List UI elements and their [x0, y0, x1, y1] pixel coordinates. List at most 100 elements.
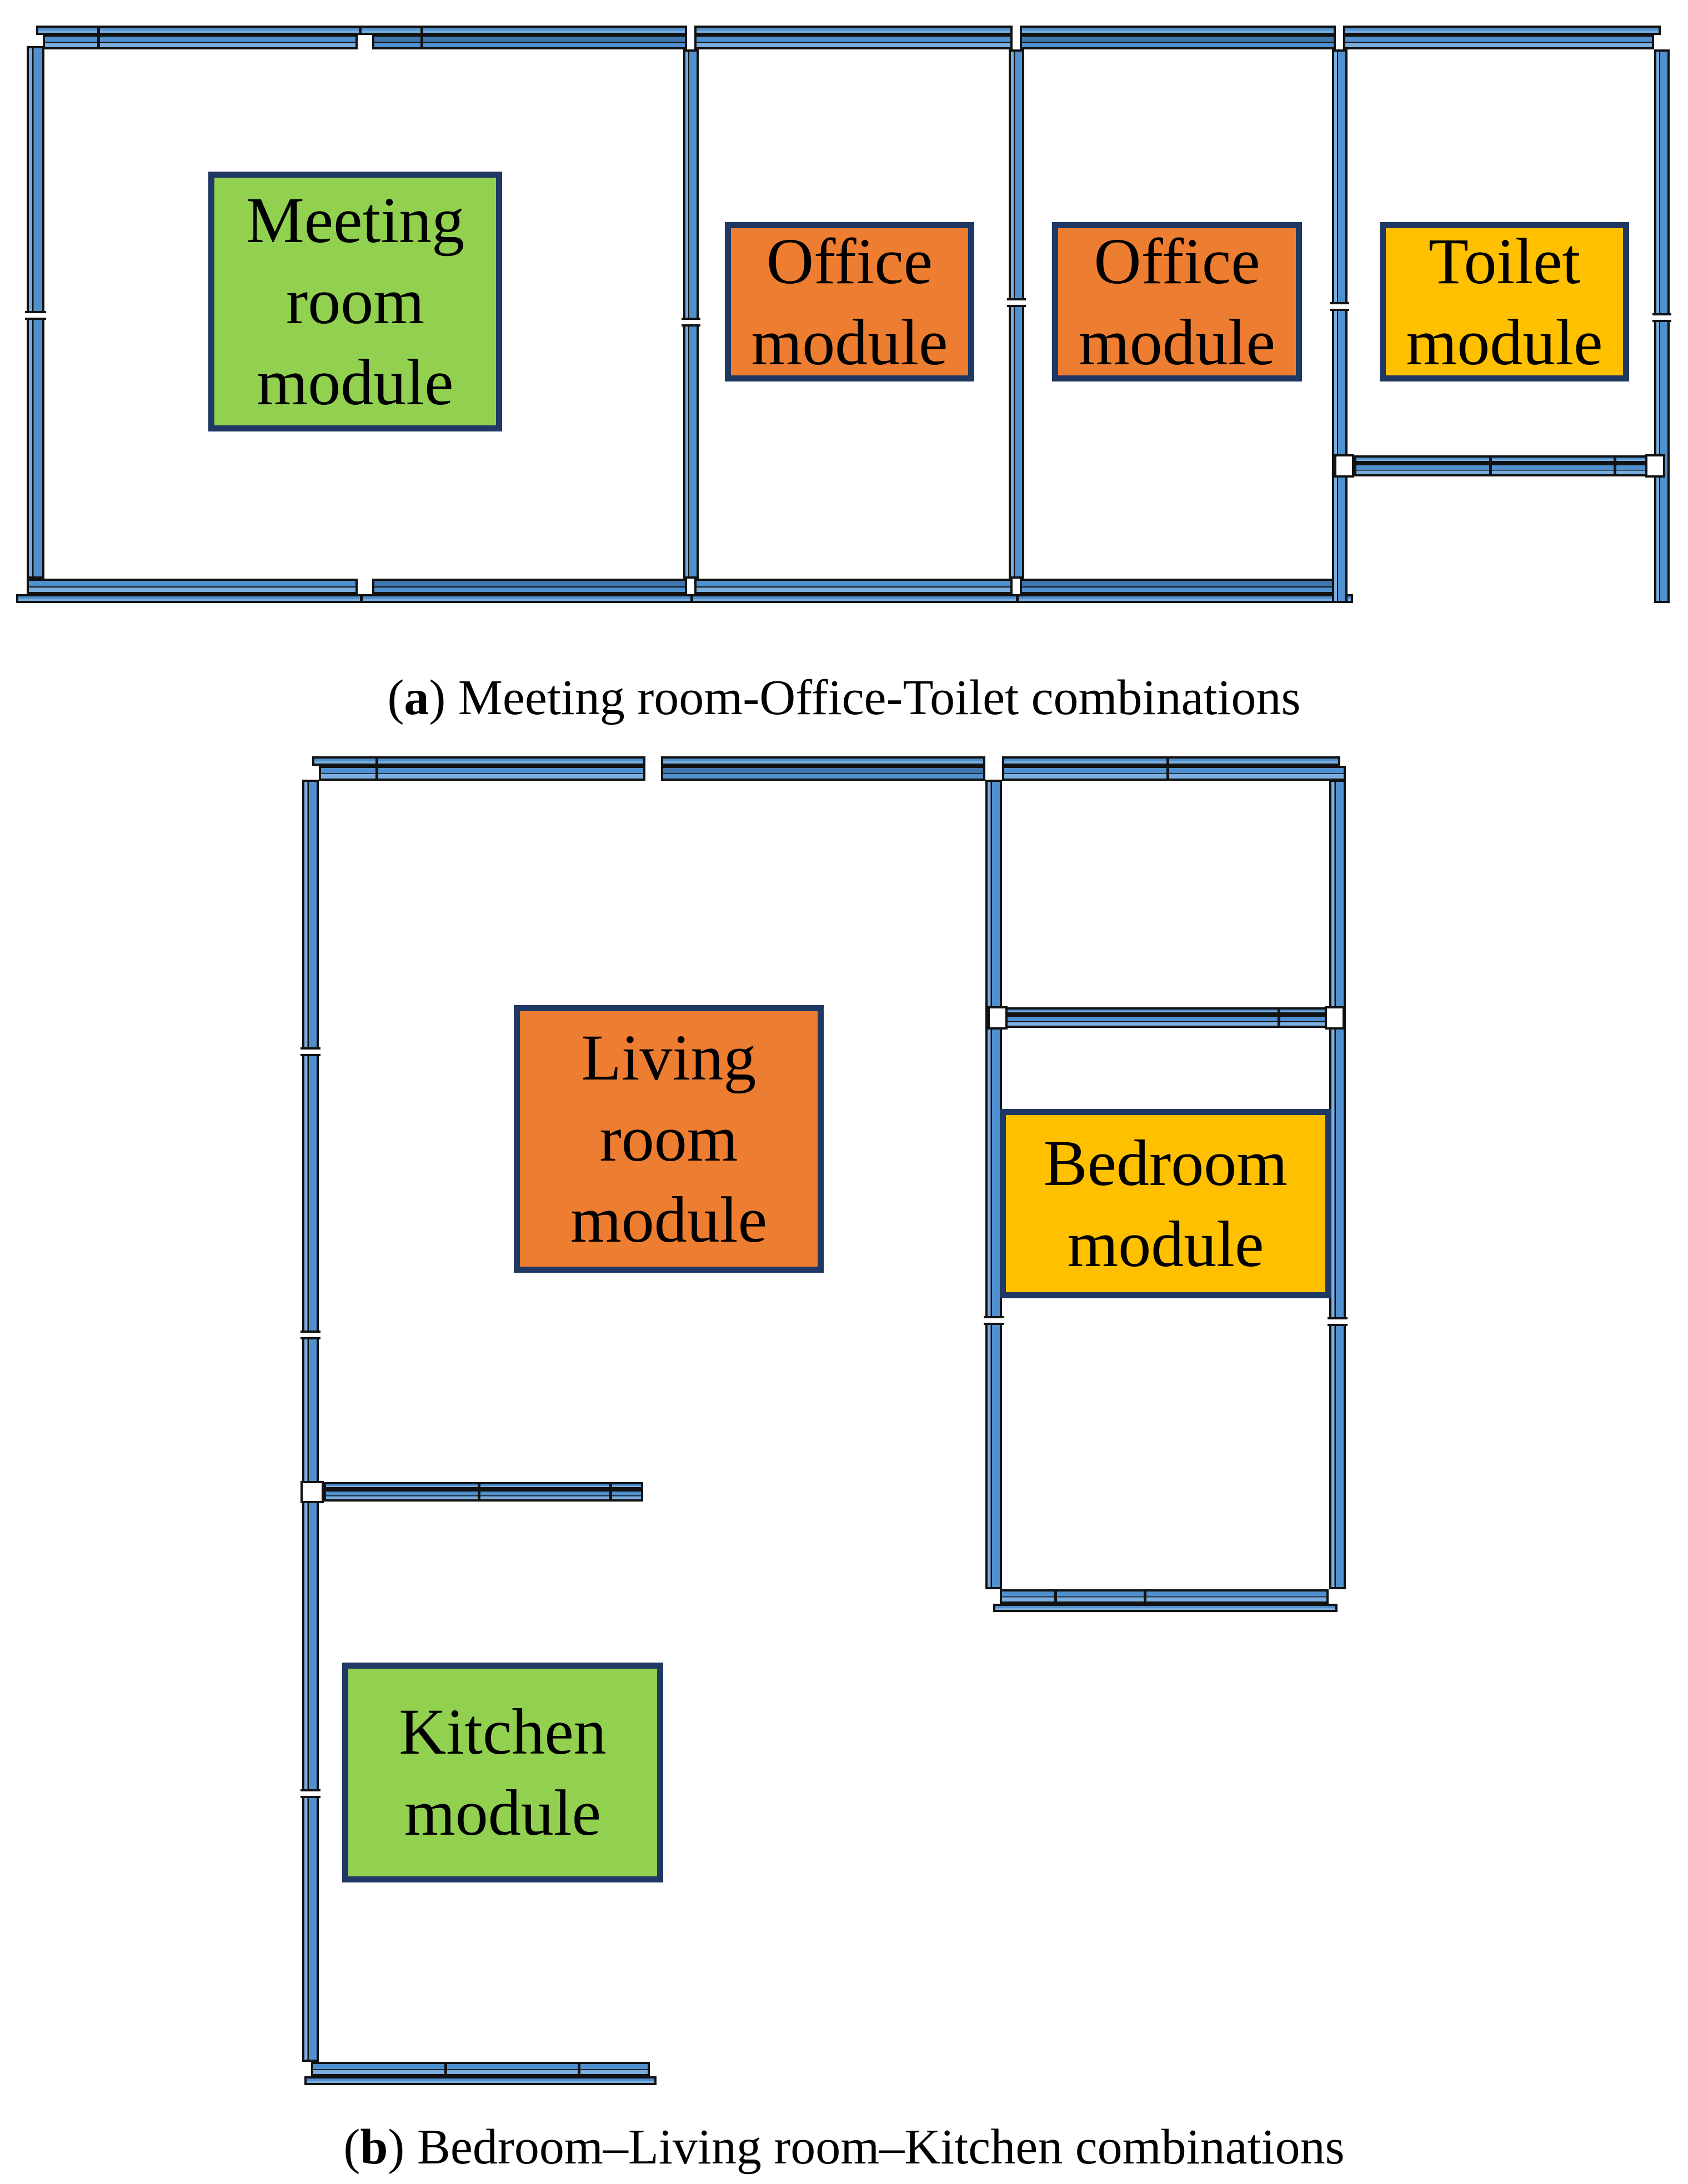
- module-label-line: module: [1067, 1207, 1264, 1281]
- wall-bottom-main-segment: [372, 579, 687, 594]
- wall-joint-notch: [984, 1316, 1004, 1325]
- wall-kitchen-bottom-thin-bar: [304, 2076, 657, 2085]
- module-label-line: Office: [766, 224, 933, 298]
- wall-joint-notch: [1007, 298, 1026, 307]
- caption-text: Meeting room-Office-Toilet combinations: [445, 670, 1301, 725]
- caption-panel-b: (b) Bedroom–Living room–Kitchen combinat…: [0, 2115, 1688, 2180]
- wall-bottom-thin-bar: [16, 594, 1353, 603]
- wall-top-thin-segment: [1020, 26, 1336, 35]
- wall-panel-seam: [1016, 594, 1019, 603]
- caption-text: Bedroom–Living room–Kitchen combinations: [404, 2120, 1345, 2175]
- wall-junction-connector: [1334, 454, 1354, 478]
- wall-panel-seam: [375, 756, 378, 781]
- wall-panel-seam: [1489, 455, 1492, 476]
- wall-partition-2: [1009, 49, 1024, 579]
- wall-panel-seam: [420, 26, 423, 49]
- wall-bottom-main-segment: [1020, 579, 1346, 594]
- wall-top-thin-segment: [312, 756, 645, 766]
- wall-panel-seam: [1278, 1007, 1280, 1028]
- module-box-kitchen: Kitchen module: [342, 1663, 663, 1882]
- wall-rightcol-upper-main-bar: [1002, 1015, 1329, 1028]
- wall-joint-notch: [1652, 313, 1671, 322]
- wall-toilet-main-bar: [1354, 463, 1647, 476]
- wall-top-main-segment: [43, 34, 358, 49]
- caption-letter: b: [360, 2120, 388, 2175]
- wall-panel-seam: [1054, 1589, 1057, 1604]
- wall-panel-seam: [609, 1482, 612, 1502]
- module-label-line: room: [599, 1102, 738, 1175]
- wall-panel-seam: [690, 594, 693, 603]
- wall-rightcol-bottom-thin-bar: [993, 1604, 1338, 1612]
- wall-top-thin-segment: [36, 26, 687, 35]
- module-label-line: Living: [581, 1021, 757, 1094]
- wall-kitchen-main-bar: [324, 1489, 643, 1502]
- wall-top-thin-segment: [694, 26, 1013, 35]
- wall-top-main-segment: [1002, 766, 1346, 781]
- wall-joint-notch: [1328, 1317, 1348, 1326]
- module-label-line: module: [257, 346, 454, 419]
- wall-junction-connector: [1645, 454, 1665, 478]
- module-label-line: room: [285, 265, 425, 338]
- wall-junction-connector: [1325, 1006, 1345, 1030]
- wall-partition-1: [683, 49, 699, 579]
- wall-rightcol-bottom-main-bar: [1000, 1589, 1329, 1604]
- wall-joint-notch: [682, 318, 700, 327]
- wall-junction-connector: [300, 1481, 324, 1503]
- module-box-living-room: Living room module: [514, 1005, 824, 1273]
- module-box-bedroom: Bedroom module: [1000, 1109, 1331, 1298]
- module-label-line: module: [404, 1776, 601, 1849]
- wall-panel-seam: [1614, 455, 1616, 476]
- wall-panel-seam: [444, 2062, 447, 2076]
- wall-top-main-segment: [1343, 34, 1654, 49]
- module-label-line: Kitchen: [399, 1695, 607, 1768]
- caption-panel-a: (a) Meeting room-Office-Toilet combinati…: [0, 665, 1688, 731]
- wall-joint-notch: [300, 1789, 320, 1798]
- module-box-office-1: Office module: [725, 222, 974, 381]
- caption-letter: a: [404, 670, 429, 725]
- wall-top-main-segment: [661, 766, 985, 781]
- module-label-line: module: [570, 1183, 767, 1256]
- wall-top-thin-segment: [1002, 756, 1340, 766]
- wall-joint-notch: [25, 311, 46, 320]
- wall-top-main-segment: [694, 34, 1013, 49]
- module-box-toilet: Toilet module: [1380, 222, 1629, 381]
- caption-paren-open: (: [387, 670, 404, 725]
- wall-right-exterior: [1654, 49, 1670, 603]
- wall-panel-seam: [478, 1482, 480, 1502]
- wall-top-main-segment: [319, 766, 645, 781]
- module-label-line: module: [1406, 305, 1603, 379]
- module-label-line: Toilet: [1428, 224, 1581, 298]
- module-label-line: Office: [1094, 224, 1260, 298]
- wall-bottom-main-segment: [27, 579, 358, 594]
- wall-junction-connector: [988, 1006, 1008, 1030]
- wall-joint-notch: [300, 1047, 320, 1056]
- caption-paren-close: ): [429, 670, 446, 725]
- wall-panel-seam: [359, 26, 362, 35]
- wall-top-thin-segment: [661, 756, 985, 766]
- module-label-line: Bedroom: [1043, 1126, 1288, 1199]
- wall-top-main-segment: [372, 34, 687, 49]
- wall-kitchen-bottom-main-bar: [311, 2062, 650, 2076]
- wall-panel-seam: [578, 2062, 580, 2076]
- wall-joint-notch: [1330, 302, 1349, 311]
- wall-panel-seam: [1166, 756, 1169, 781]
- module-label-line: module: [751, 305, 948, 379]
- module-box-meeting-room: Meeting room module: [208, 172, 502, 431]
- wall-kitchen-thin-bar: [324, 1482, 643, 1489]
- wall-right-exterior: [1329, 780, 1346, 1589]
- module-label-line: module: [1079, 305, 1275, 379]
- caption-paren-open: (: [343, 2120, 360, 2175]
- wall-partition-3: [1332, 49, 1348, 603]
- wall-top-thin-segment: [1343, 26, 1661, 35]
- wall-left-exterior: [302, 780, 319, 2062]
- module-box-office-2: Office module: [1052, 222, 1302, 381]
- wall-top-main-segment: [1020, 34, 1336, 49]
- wall-panel-seam: [360, 594, 363, 603]
- wall-joint-notch: [300, 1331, 320, 1339]
- module-label-line: Meeting: [246, 184, 465, 257]
- wall-panel-seam: [1144, 1589, 1146, 1604]
- caption-paren-close: ): [388, 2120, 405, 2175]
